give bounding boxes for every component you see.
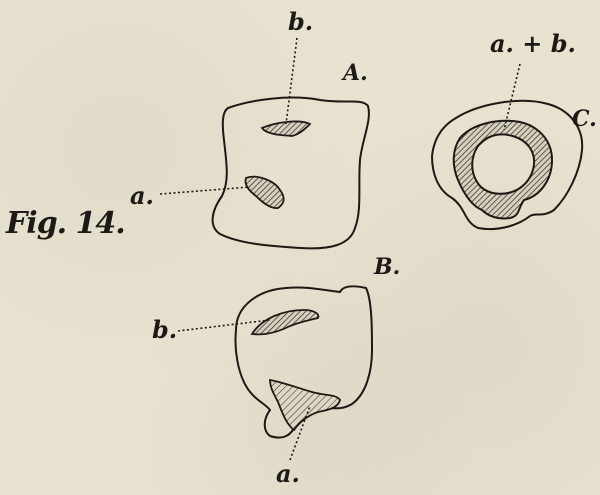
part-label-a-a: a. — [130, 184, 154, 208]
leader-a-b — [286, 38, 297, 124]
part-label-c-ab: a. + b. — [490, 32, 576, 56]
leader-a-a — [160, 187, 250, 194]
section-a-outline — [213, 98, 369, 249]
section-b-part-b — [252, 310, 318, 334]
part-label-b-a: a. — [276, 462, 300, 486]
part-label-b-b: b. — [152, 318, 177, 342]
section-a-part-a — [245, 177, 283, 208]
panel-label-c: C. — [572, 108, 597, 130]
section-c-part-ab — [454, 121, 552, 219]
section-b — [178, 286, 372, 460]
panel-label-a: A. — [343, 62, 368, 84]
panel-label-b: B. — [374, 256, 400, 278]
section-c — [432, 64, 582, 229]
part-label-a-b: b. — [288, 10, 313, 34]
section-a — [160, 38, 369, 248]
section-b-part-a — [270, 380, 340, 430]
figure-caption: Fig. 14. — [6, 206, 125, 241]
